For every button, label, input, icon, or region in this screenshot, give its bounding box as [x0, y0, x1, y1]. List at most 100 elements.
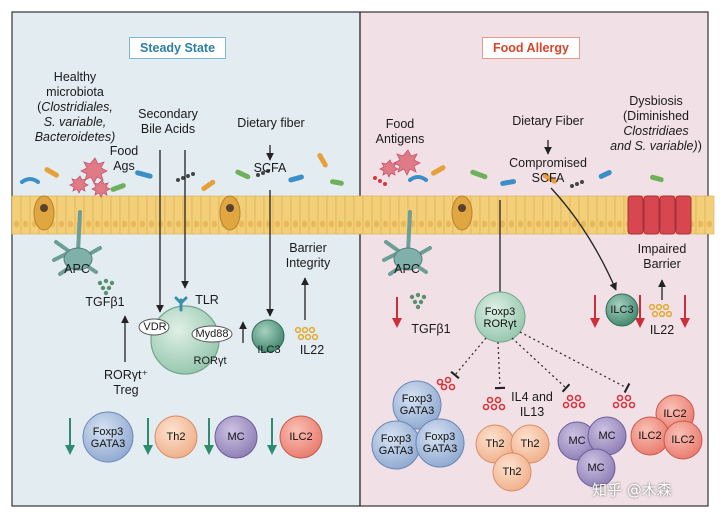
epithelial-nucleus — [58, 220, 65, 228]
rorgt-treg-label: RORγt⁺Treg — [103, 368, 149, 397]
epithelial-cell — [272, 195, 283, 235]
epithelial-cell — [434, 195, 445, 235]
epithelial-nucleus — [301, 220, 308, 228]
epithelial-nucleus — [337, 220, 344, 228]
il22-label-left: IL22 — [299, 343, 325, 357]
epithelial-cell — [101, 195, 112, 235]
tlr-label: TLR — [195, 293, 219, 307]
epithelial-nucleus — [346, 220, 353, 228]
dysbiosis-label: Dysbiosis (Diminished Clostridiaes and S… — [610, 94, 702, 153]
rorgt-label-left: RORγt — [193, 355, 227, 367]
epithelial-nucleus — [616, 220, 623, 228]
epithelial-nucleus — [292, 220, 299, 228]
epithelial-cell — [587, 195, 598, 235]
epithelial-nucleus — [706, 220, 713, 228]
th2-cluster-right — [475, 424, 550, 492]
epithelial-nucleus — [103, 220, 110, 228]
cytokine-dots-right — [436, 376, 636, 411]
epithelial-cell — [245, 195, 256, 235]
epithelial-cell — [398, 195, 409, 235]
epithelial-nucleus — [382, 220, 389, 228]
scfa-label-left: SCFA — [253, 161, 287, 175]
epithelial-nucleus — [697, 220, 704, 228]
epithelial-cell — [92, 195, 103, 235]
ilc3-cell-left — [251, 319, 285, 353]
epithelial-cell — [290, 195, 301, 235]
treg-cell-left — [138, 296, 233, 375]
epithelial-cell — [704, 195, 715, 235]
epithelial-nucleus — [94, 220, 101, 228]
ilc3-cell-right — [605, 293, 639, 327]
tgfb1-label-left: TGFβ1 — [85, 295, 125, 309]
right-pathway-arrows — [494, 140, 666, 300]
epithelial-cell — [173, 195, 184, 235]
epithelial-cell — [146, 195, 157, 235]
epithelial-nucleus — [553, 220, 560, 228]
epithelial-nucleus — [310, 220, 317, 228]
epithelial-cell — [299, 195, 310, 235]
epithelial-nucleus — [373, 220, 380, 228]
microbiota-icons — [20, 152, 664, 192]
epithelial-nucleus — [427, 220, 434, 228]
epithelial-cell — [542, 195, 553, 235]
th2-label-right-3: Th2 — [502, 466, 522, 478]
epithelial-nucleus — [580, 220, 587, 228]
epithelial-cell — [479, 195, 490, 235]
damaged-epithelial-cell — [627, 195, 644, 235]
mc-label-left: MC — [227, 431, 245, 443]
epithelial-nucleus — [238, 220, 245, 228]
epithelial-nucleus — [193, 220, 200, 228]
epithelial-cell — [344, 195, 355, 235]
epithelial-cell — [596, 195, 607, 235]
epithelial-nucleus — [166, 220, 173, 228]
epithelial-cell — [254, 195, 265, 235]
epithelial-nucleus — [598, 220, 605, 228]
il22-dots-left — [294, 326, 319, 341]
ilc2-cluster-right — [630, 394, 703, 460]
epithelial-cell — [506, 195, 517, 235]
epithelial-nucleus — [526, 220, 533, 228]
epithelial-nucleus — [130, 220, 137, 228]
epithelial-cell — [128, 195, 139, 235]
ilc2-label-left: ILC2 — [289, 431, 313, 443]
epithelial-nucleus — [13, 220, 20, 228]
epithelial-cell — [164, 195, 175, 235]
epithelial-nucleus — [256, 220, 263, 228]
apc-cell-left — [52, 210, 102, 276]
epithelial-cell — [56, 195, 67, 235]
epithelial-cell — [389, 195, 400, 235]
decrease-arrows-left — [65, 418, 277, 455]
dietary-fiber-label-left: Dietary fiber — [237, 116, 305, 130]
epithelial-nucleus — [544, 220, 551, 228]
epithelial-nucleus — [67, 220, 74, 228]
epithelial-nucleus — [517, 220, 524, 228]
epithelial-nucleus — [121, 220, 128, 228]
epithelial-cell — [110, 195, 121, 235]
goblet-cell — [451, 195, 473, 231]
ilc2-label-right-1: ILC2 — [663, 408, 687, 420]
epithelial-cell — [263, 195, 274, 235]
epithelial-cell — [20, 195, 31, 235]
microbiota-clostridiales: Clostridiales, — [41, 100, 113, 114]
il22-label-right: IL22 — [649, 323, 675, 337]
epithelial-nucleus — [400, 220, 407, 228]
epithelial-nucleus — [355, 220, 362, 228]
epithelial-nucleus — [85, 220, 92, 228]
epithelial-nucleus — [607, 220, 614, 228]
epithelial-cell — [308, 195, 319, 235]
epithelial-cell — [551, 195, 562, 235]
goblet-granule — [226, 204, 234, 212]
epithelial-nucleus — [22, 220, 29, 228]
epithelial-cell — [380, 195, 391, 235]
epithelial-cell — [65, 195, 76, 235]
epithelial-nucleus — [481, 220, 488, 228]
epithelial-nucleus — [175, 220, 182, 228]
epithelial-cell — [425, 195, 436, 235]
epithelial-cell — [191, 195, 202, 235]
epithelial-nucleus — [562, 220, 569, 228]
